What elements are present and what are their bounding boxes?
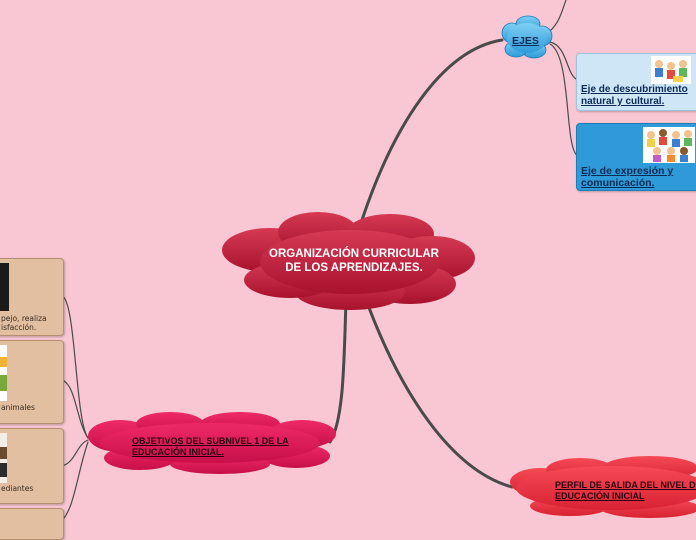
connector-objetivos-card1 — [61, 295, 89, 439]
perfil-node[interactable] — [510, 456, 696, 518]
connector-ejes-expresion — [549, 43, 579, 157]
ejes-node[interactable] — [501, 15, 553, 59]
objetivos-node-label: OBJETIVOS DEL SUBNIVEL 1 DE LA EDUCACIÓN… — [132, 436, 289, 457]
connectors — [61, 0, 579, 520]
children-illustration-icon — [651, 56, 691, 84]
children-group-illustration-icon — [643, 127, 695, 163]
objetivo-card-3-text-line1: ediantes — [1, 484, 34, 493]
connector-objetivos-card2 — [61, 379, 89, 439]
mind-map-canvas — [61, 0, 696, 520]
center-node-title: ORGANIZACIÓN CURRICULAR DE LOS APRENDIZA… — [269, 248, 439, 274]
objetivos-node[interactable] — [88, 412, 336, 474]
objetivo-card-3[interactable]: ediantes — [0, 428, 64, 504]
objetivo-card-1[interactable]: pejo, realiza isfacción. — [0, 258, 64, 336]
objetivo-card-2[interactable]: animales — [0, 340, 64, 424]
objetivo-card-1-text-line1: pejo, realiza — [1, 314, 47, 323]
child-animals-image — [0, 345, 7, 401]
perfil-node-label: PERFIL DE SALIDA DEL NIVEL DE LA EDUCACI… — [555, 480, 696, 501]
connector-objetivos-card3 — [61, 439, 89, 467]
child-mirror-image — [0, 263, 9, 311]
connector-center-objetivos — [328, 298, 348, 444]
connector-ejes-descubrimiento — [549, 41, 579, 81]
center-node[interactable] — [222, 212, 475, 310]
ejes-node-label: EJES — [512, 35, 539, 47]
connector-center-perfil — [366, 303, 514, 489]
eje-card-expresion[interactable]: Eje de expresión y comunicación. — [576, 123, 696, 191]
objetivo-card-4[interactable] — [0, 508, 64, 540]
eje-card-expresion-label: Eje de expresión y comunicación. — [581, 165, 674, 189]
objetivo-card-1-text-line2: isfacción. — [1, 323, 37, 332]
objetivo-card-2-text-line1: animales — [1, 403, 35, 412]
child-activity-image — [0, 433, 7, 483]
eje-card-descubrimiento[interactable]: Eje de descubrimiento natural y cultural… — [576, 53, 696, 111]
connector-center-ejes — [360, 38, 504, 222]
eje-card-descubrimiento-label: Eje de descubrimiento natural y cultural… — [581, 84, 688, 107]
connector-objetivos-card4 — [61, 441, 89, 520]
